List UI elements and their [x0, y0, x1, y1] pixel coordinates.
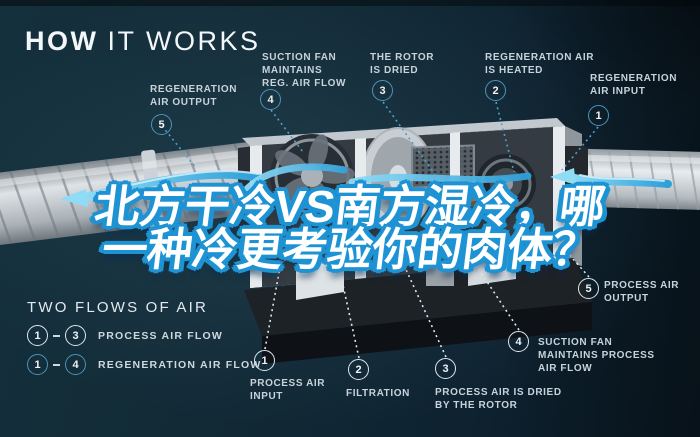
callout-label-regeneration-air-input: REGENERATION AIR INPUT — [590, 73, 678, 97]
leader-lines — [161, 101, 599, 359]
callout-label-rotor-is-dried: THE ROTOR IS DRIED — [370, 52, 435, 76]
callout-badge-proc-3: 3 — [435, 358, 456, 379]
page-title: HOW IT WORKS — [25, 26, 261, 57]
legend-row-regeneration: 1 4 REGENERATION AIR FLOW — [27, 354, 261, 375]
callout-badge-reg-3: 3 — [372, 80, 393, 101]
callout-label-suction-fan-reg: SUCTION FAN MAINTAINS REG. AIR FLOW — [262, 52, 347, 89]
page-title-bold: HOW — [25, 26, 99, 56]
page-title-rest: IT WORKS — [107, 26, 261, 56]
callout-badge-reg-4: 4 — [260, 89, 281, 110]
legend-end-badge: 4 — [65, 354, 86, 375]
callout-label-regeneration-air-heated: REGENERATION AIR IS HEATED — [485, 52, 595, 76]
callout-badge-proc-5: 5 — [578, 278, 599, 299]
badge-number: 3 — [72, 329, 79, 342]
left-duct — [0, 140, 269, 247]
callout-label-process-air-input: PROCESS AIR INPUT — [250, 378, 326, 402]
badge-number: 4 — [72, 358, 79, 371]
callout-label-regeneration-air-output: REGENERATION AIR OUTPUT — [150, 84, 238, 108]
callout-badge-reg-1: 1 — [588, 105, 609, 126]
headline-line-2: 一种冷更考验你的肉体？ — [99, 224, 601, 275]
legend-label-regeneration: REGENERATION AIR FLOW — [98, 358, 262, 371]
headline-line-1: 北方干冷VS南方湿冷，哪 — [91, 181, 609, 232]
callout-badge-reg-2: 2 — [485, 80, 506, 101]
legend-start-badge: 1 — [27, 325, 48, 346]
badge-number: 1 — [595, 109, 602, 122]
callout-badge-reg-5: 5 — [151, 114, 172, 135]
callout-label-process-air-output: PROCESS AIR OUTPUT — [604, 280, 680, 304]
callout-badge-proc-1: 1 — [254, 350, 275, 371]
right-duct — [555, 148, 700, 210]
legend-heading: TWO FLOWS OF AIR — [27, 299, 209, 316]
badge-number: 4 — [267, 93, 274, 106]
legend-label-process: PROCESS AIR FLOW — [98, 329, 223, 342]
badge-number: 3 — [379, 84, 386, 97]
legend-range-dash — [53, 363, 60, 366]
callout-label-suction-fan-process: SUCTION FAN MAINTAINS PROCESS AIR FLOW — [538, 337, 655, 374]
badge-number: 5 — [585, 282, 592, 295]
badge-number: 2 — [355, 363, 362, 376]
legend-range-dash — [53, 334, 60, 337]
badge-number: 3 — [442, 362, 449, 375]
callout-label-process-air-dried: PROCESS AIR IS DRIED BY THE ROTOR — [435, 387, 562, 411]
badge-number: 4 — [515, 335, 522, 348]
badge-number: 1 — [261, 354, 268, 367]
badge-number: 5 — [158, 118, 165, 131]
legend-row-process: 1 3 PROCESS AIR FLOW — [27, 325, 223, 346]
callout-label-filtration: FILTRATION — [346, 388, 410, 399]
top-border-strip — [0, 0, 700, 6]
air-flow-arrows — [60, 163, 672, 209]
badge-number: 2 — [492, 84, 499, 97]
badge-number: 1 — [34, 358, 41, 371]
callout-badge-proc-2: 2 — [348, 359, 369, 380]
badge-number: 1 — [34, 329, 41, 342]
callout-badge-proc-4: 4 — [508, 331, 529, 352]
legend-end-badge: 3 — [65, 325, 86, 346]
legend-start-badge: 1 — [27, 354, 48, 375]
